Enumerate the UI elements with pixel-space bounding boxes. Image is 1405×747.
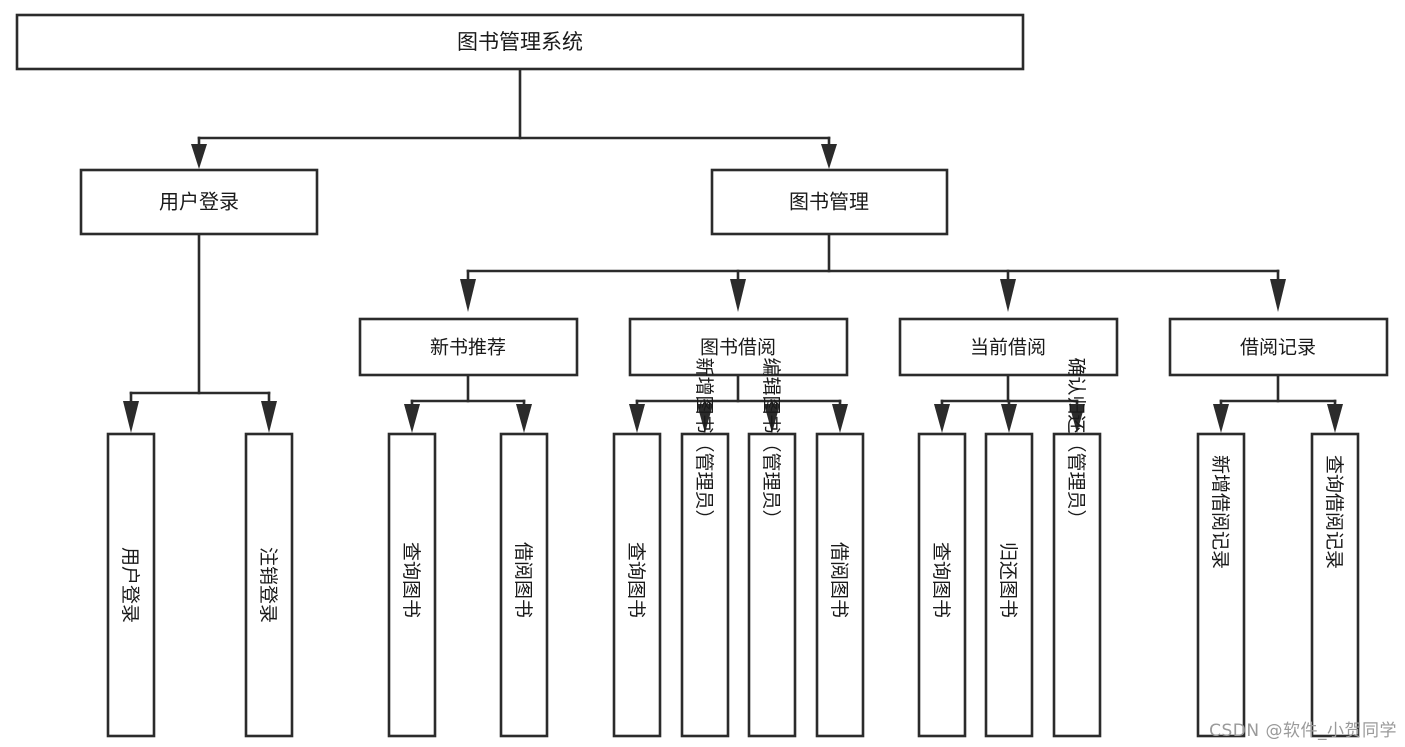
arrowhead-leaf-user-login <box>123 401 139 433</box>
arrowhead-leaf-edit-book <box>764 404 780 433</box>
arrowhead-leaf-query-record <box>1327 404 1343 433</box>
node-borrow-record[interactable]: 借阅记录 <box>1168 317 1389 377</box>
node-leaf-query-book-2-label: 查询图书 <box>625 542 647 618</box>
node-leaf-logout-label: 注销登录 <box>257 547 279 623</box>
arrowhead-leaf-borrow-book-2 <box>832 404 848 433</box>
node-leaf-add-record[interactable]: 新增借阅记录 <box>1196 432 1246 738</box>
arrowhead-current-borrow <box>1000 279 1016 312</box>
arrowhead-borrow-record <box>1270 279 1286 312</box>
node-user-login-box[interactable] <box>79 168 319 236</box>
node-new-book-recommend-label: 新书推荐 <box>430 337 506 359</box>
node-borrow-record-label: 借阅记录 <box>1240 337 1316 359</box>
connector-group-current-borrow <box>934 373 1085 433</box>
arrowhead-leaf-return-book <box>1001 404 1017 433</box>
node-book-borrow[interactable]: 图书借阅 <box>628 317 849 377</box>
node-leaf-borrow-book-1-box[interactable] <box>499 432 549 738</box>
node-leaf-query-book-3-box[interactable] <box>917 432 967 738</box>
connector-group-book-borrow <box>629 373 848 433</box>
node-current-borrow-label: 当前借阅 <box>970 337 1046 359</box>
arrowhead-leaf-query-book-2 <box>629 404 645 433</box>
node-new-book-recommend[interactable]: 新书推荐 <box>358 317 579 377</box>
node-root-label: 图书管理系统 <box>457 30 583 54</box>
arrowhead-book-borrow <box>730 279 746 312</box>
node-leaf-user-login-label: 用户登录 <box>119 547 141 623</box>
node-book-borrow-label: 图书借阅 <box>700 337 776 359</box>
node-new-book-recommend-box[interactable] <box>358 317 579 377</box>
node-leaf-edit-book-box[interactable] <box>747 432 797 738</box>
node-leaf-return-book[interactable]: 归还图书 <box>984 432 1034 738</box>
node-leaf-user-login-box[interactable] <box>106 432 156 738</box>
connector-group-borrow-record <box>1213 373 1343 433</box>
arrowhead-leaf-add-record <box>1213 404 1229 433</box>
node-leaf-add-record-box[interactable] <box>1196 432 1246 738</box>
node-leaf-add-book-box[interactable] <box>680 432 730 738</box>
node-root-box[interactable] <box>15 13 1025 71</box>
csdn-watermark: CSDN @软件_小贺同学 <box>1209 721 1397 741</box>
node-leaf-borrow-book-2-box[interactable] <box>815 432 865 738</box>
node-leaf-add-record-label: 新增借阅记录 <box>1209 455 1231 569</box>
connector-group-user-login <box>123 232 277 433</box>
node-leaf-edit-book[interactable]: 编辑图书（管理员） <box>747 357 797 738</box>
node-book-management-box[interactable] <box>710 168 949 236</box>
node-book-management[interactable]: 图书管理 <box>710 168 949 236</box>
node-borrow-record-box[interactable] <box>1168 317 1389 377</box>
node-book-management-label: 图书管理 <box>789 190 869 214</box>
node-leaf-query-record[interactable]: 查询借阅记录 <box>1310 432 1360 738</box>
node-leaf-query-book-3[interactable]: 查询图书 <box>917 432 967 738</box>
node-leaf-query-book-1-label: 查询图书 <box>400 542 422 618</box>
node-leaf-confirm-return[interactable]: 确认归还（管理员） <box>1052 357 1102 738</box>
connector-group-new-book-recommend <box>404 373 532 433</box>
node-leaf-borrow-book-1-label: 借阅图书 <box>512 542 534 618</box>
node-user-login-label: 用户登录 <box>159 190 239 214</box>
arrowhead-leaf-borrow-book-1 <box>516 404 532 433</box>
node-leaf-query-book-2-box[interactable] <box>612 432 662 738</box>
arrowhead-user-login <box>191 144 207 169</box>
node-leaf-add-book-label: 新增图书（管理员） <box>693 357 715 528</box>
node-leaf-logout-box[interactable] <box>244 432 294 738</box>
node-leaf-query-book-1[interactable]: 查询图书 <box>387 432 437 738</box>
node-leaf-query-record-label: 查询借阅记录 <box>1323 455 1345 569</box>
node-leaf-borrow-book-2[interactable]: 借阅图书 <box>815 432 865 738</box>
connector-group-book-management <box>460 232 1286 312</box>
node-leaf-borrow-book-1[interactable]: 借阅图书 <box>499 432 549 738</box>
arrowhead-book-management <box>821 144 837 169</box>
node-leaf-user-login[interactable]: 用户登录 <box>106 432 156 738</box>
arrowhead-leaf-query-book-3 <box>934 404 950 433</box>
node-root[interactable]: 图书管理系统 <box>15 13 1025 71</box>
connector-group-root <box>191 67 837 169</box>
arrowhead-leaf-logout <box>261 401 277 433</box>
node-leaf-edit-book-label: 编辑图书（管理员） <box>760 357 782 528</box>
node-book-borrow-box[interactable] <box>628 317 849 377</box>
node-leaf-confirm-return-box[interactable] <box>1052 432 1102 738</box>
node-leaf-return-book-box[interactable] <box>984 432 1034 738</box>
arrowhead-leaf-query-book-1 <box>404 404 420 433</box>
node-leaf-borrow-book-2-label: 借阅图书 <box>828 542 850 618</box>
arrowhead-leaf-add-book <box>697 404 713 433</box>
arrowhead-new-book-recommend <box>460 279 476 312</box>
arrowhead-leaf-confirm-return <box>1069 404 1085 433</box>
node-current-borrow-box[interactable] <box>898 317 1119 377</box>
node-current-borrow[interactable]: 当前借阅 <box>898 317 1119 377</box>
node-leaf-query-book-1-box[interactable] <box>387 432 437 738</box>
node-leaf-query-record-box[interactable] <box>1310 432 1360 738</box>
node-leaf-add-book[interactable]: 新增图书（管理员） <box>680 357 730 738</box>
node-leaf-logout[interactable]: 注销登录 <box>244 432 294 738</box>
node-leaf-query-book-2[interactable]: 查询图书 <box>612 432 662 738</box>
node-leaf-confirm-return-label: 确认归还（管理员） <box>1065 357 1087 528</box>
node-leaf-return-book-label: 归还图书 <box>997 542 1019 618</box>
node-leaf-query-book-3-label: 查询图书 <box>930 542 952 618</box>
node-user-login[interactable]: 用户登录 <box>79 168 319 236</box>
